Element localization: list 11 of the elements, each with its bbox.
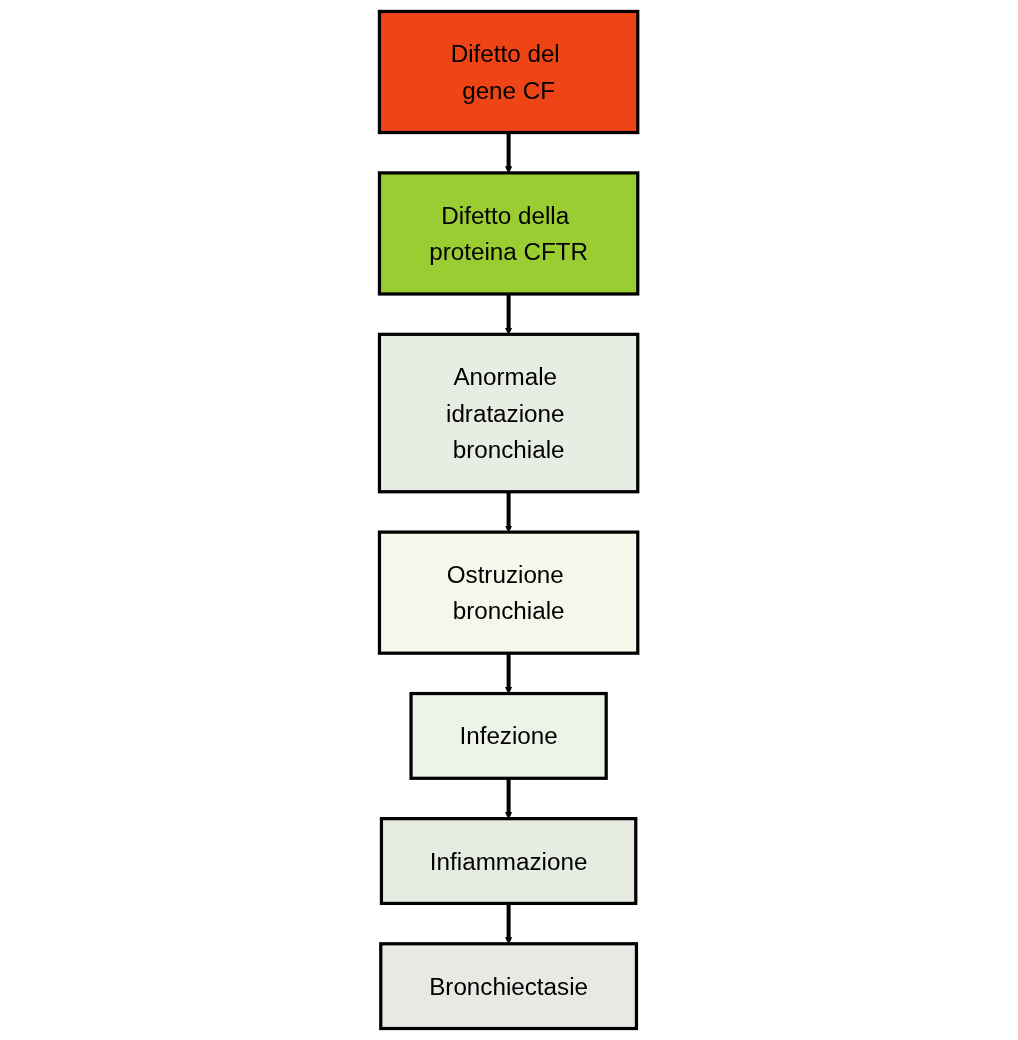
arrow (505, 294, 513, 335)
arrow (505, 653, 513, 694)
node-box: Anormale idratazione bronchiale (378, 332, 640, 494)
node-box: Ostruzione bronchiale (378, 530, 640, 655)
arrow (505, 778, 513, 819)
node-box: Difetto della proteina CFTR (378, 171, 640, 296)
node-box: Bronchiectasie (379, 942, 639, 1031)
node-box: Difetto del gene CF (378, 9, 640, 135)
node-box: Infezione (409, 691, 609, 780)
node-box: Infiammazione (380, 817, 638, 906)
arrow (505, 491, 513, 533)
